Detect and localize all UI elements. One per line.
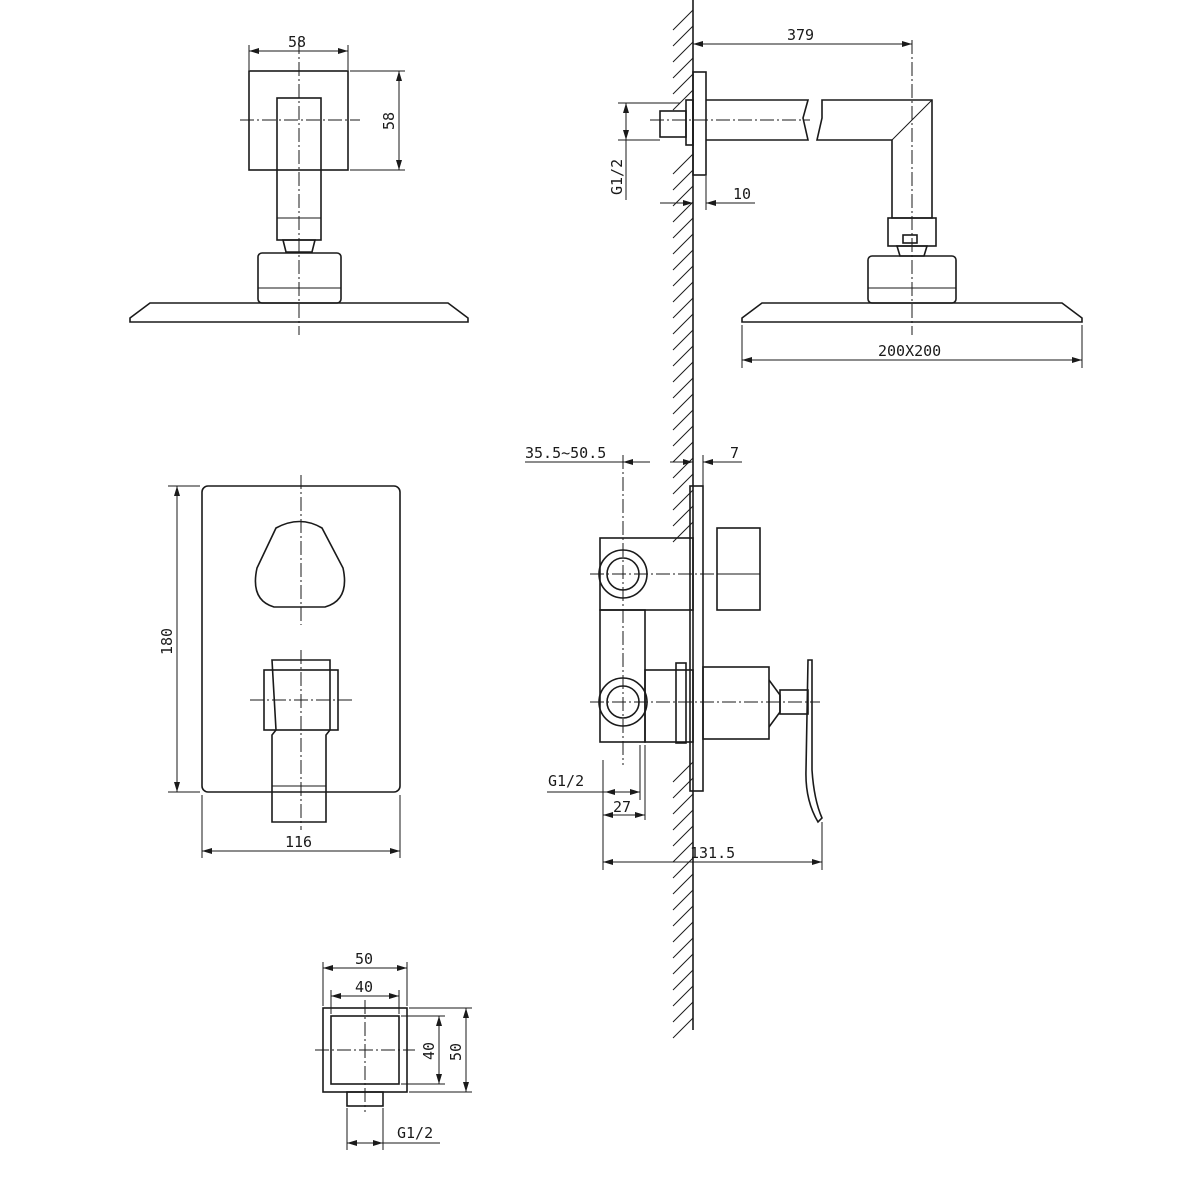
wall-hatch-line (672, 153, 694, 175)
shower-head-front-view: 58 58 (129, 33, 469, 335)
wall-hatch-line (672, 905, 694, 927)
wall-hatch-line (672, 361, 694, 383)
wall-hatch-line (672, 249, 694, 271)
wall-hatch-line (672, 457, 694, 479)
mixer-side-view: 35.5~50.5 7 G1/2 27 131.5 (525, 444, 823, 870)
wall-hatch-line (672, 921, 694, 943)
wall-hatch-line (672, 201, 694, 223)
wall-hatch-line (672, 41, 694, 63)
dim-outlet-outer-height: 50 (447, 1043, 465, 1061)
dim-outlet-inner-height: 40 (420, 1042, 438, 1060)
wall-hatch-line (672, 473, 694, 495)
wall-hatch-line (672, 377, 694, 399)
dim-mixer-inlet: 27 (613, 798, 631, 816)
dim-outlet-inner-width: 40 (355, 978, 373, 996)
wall-hatch-line (672, 969, 694, 991)
dim-head-bracket-width: 58 (288, 33, 306, 51)
dim-arm-flange: 10 (733, 185, 751, 203)
wall-hatch-line (672, 873, 694, 895)
wall-hatch-line (672, 281, 694, 303)
dim-plate-width: 116 (285, 833, 312, 851)
wall-hatch-line (672, 329, 694, 351)
wall-hatch-line (672, 825, 694, 847)
dim-outlet-thread: G1/2 (397, 1124, 433, 1142)
wall-hatch-line (672, 425, 694, 447)
dim-plate-height: 180 (158, 628, 176, 655)
wall-hatch-line (672, 89, 694, 111)
shower-arm-side-view: 379 G1/2 10 200X200 (608, 26, 1083, 368)
mixer-plate-front-view: 180 116 (158, 475, 401, 858)
wall-hatch-line (672, 265, 694, 287)
wall-hatch-line (672, 889, 694, 911)
wall-hatch-line (672, 297, 694, 319)
wall-hatch-line (672, 9, 694, 31)
dim-mixer-thread: G1/2 (548, 772, 584, 790)
wall-hatch-line (672, 57, 694, 79)
wall-hatch-line (672, 841, 694, 863)
wall-hatch-line (672, 441, 694, 463)
wall-hatch-line (672, 313, 694, 335)
wall-hatch-line (672, 393, 694, 415)
wall-hatch-line (672, 233, 694, 255)
wall-outlet-view: 50 40 40 50 G1/2 (315, 950, 472, 1150)
wall-hatch-line (672, 409, 694, 431)
dim-arm-thread: G1/2 (608, 159, 626, 195)
dim-mixer-depth-range: 35.5~50.5 (525, 444, 606, 462)
wall-hatch-line (672, 73, 694, 95)
dim-outlet-outer-width: 50 (355, 950, 373, 968)
wall-hatch-line (672, 217, 694, 239)
wall-hatch-line (672, 953, 694, 975)
wall-hatch-line (672, 345, 694, 367)
wall-hatch-line (672, 793, 694, 815)
wall-hatch-line (672, 809, 694, 831)
dim-plate-thickness: 7 (730, 444, 739, 462)
dim-mixer-total-depth: 131.5 (690, 844, 735, 862)
dim-head-bracket-height: 58 (380, 112, 398, 130)
wall-hatch-line (672, 25, 694, 47)
dim-arm-projection: 379 (787, 26, 814, 44)
wall-hatch-line (672, 169, 694, 191)
wall-hatch-line (672, 1001, 694, 1023)
wall-hatch-line (672, 937, 694, 959)
wall-hatch-line (672, 985, 694, 1007)
dim-head-size: 200X200 (878, 342, 941, 360)
wall-hatch-line (672, 1017, 694, 1039)
